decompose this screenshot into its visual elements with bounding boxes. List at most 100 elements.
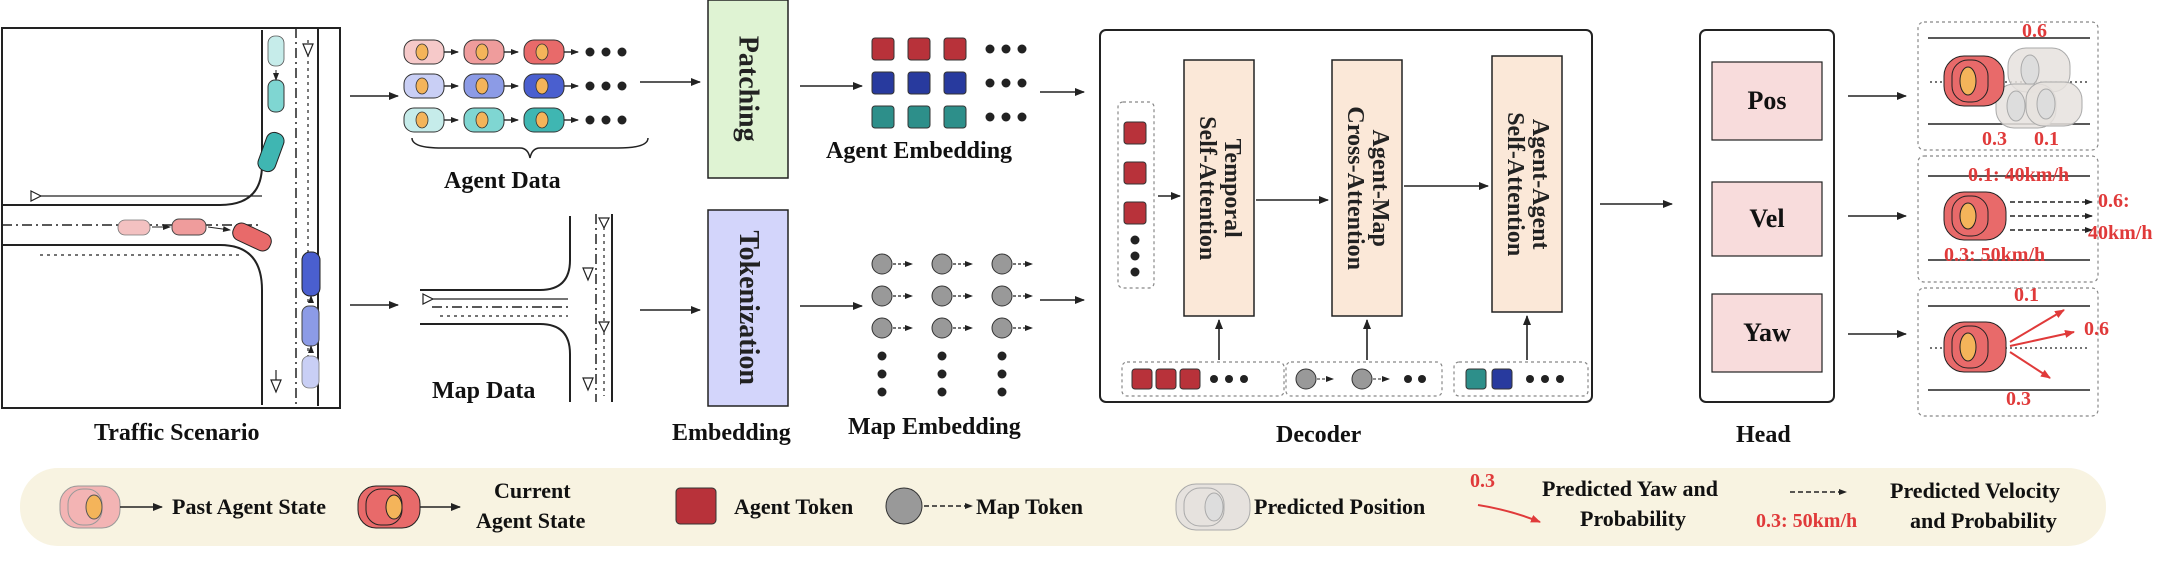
ellipsis-dot [937,351,947,361]
agent-embedding-token [943,37,967,61]
agent-data-label: Agent Data [444,168,561,194]
pos-prob-top: 0.6 [2022,20,2047,42]
vel-prob-b-line1: 0.6: [2098,190,2130,212]
head-yaw-label: Yaw [1743,318,1791,347]
ellipsis-dot [937,369,947,379]
ellipsis-dot [601,47,611,57]
head-yaw-box [1711,293,1823,373]
agent-data-car [463,73,519,99]
ellipsis-dot [1017,78,1027,88]
ellipsis-dot [601,81,611,91]
legend-map-token: Map Token [976,494,1083,519]
decoder-bottom-token-icons [1131,368,1564,390]
agent-embedding-token [871,71,895,95]
yaw-output-panel [1917,287,2099,417]
agent-embedding-grid [871,37,1027,129]
agent-data-car [463,107,519,133]
pos-output-graphic [1928,37,2090,129]
patching-label: Patching [732,36,764,142]
map-embedding-token [991,285,1013,307]
pos-output-panel [1917,21,2099,151]
scenario-vehicle-teal [257,35,285,173]
temporal-input-tokens [1121,361,1285,397]
map-embedding-label: Map Embedding [848,414,1021,440]
ellipsis-dot [985,78,995,88]
embedding-label: Embedding [672,420,791,446]
ellipsis-dot [585,47,595,57]
legend-predicted-position: Predicted Position [1254,494,1426,519]
ellipsis-dot [997,369,1007,379]
map-embedding-grid [871,253,1033,397]
legend-past-agent-state: Past Agent State [172,494,326,519]
head-pos-label: Pos [1747,86,1787,115]
agent-data-brace [411,137,649,159]
patching-box [707,0,789,179]
legend-predicted-yaw-1: Predicted Yaw and [1542,476,1718,501]
temporal-attention-box [1183,59,1255,317]
ellipsis-dot [997,387,1007,397]
ellipsis-dot [585,115,595,125]
ellipsis-dot [617,81,627,91]
scenario-vehicle-red [117,218,272,252]
agent-agent-attention-label: Agent-Agent Self-Attention [1502,112,1554,256]
ellipsis-dot [1001,112,1011,122]
agent-agent-attention-box [1491,55,1563,313]
ellipsis-dot [997,351,1007,361]
ellipsis-dot [877,387,887,397]
yaw-prob-c: 0.3 [2006,388,2031,410]
ellipsis-dot [617,115,627,125]
ellipsis-dot [877,369,887,379]
map-data-graphic [420,214,613,402]
tokenization-box [707,209,789,407]
ellipsis-dot [985,112,995,122]
legend-predicted-velocity-1: Predicted Velocity [1890,478,2061,503]
decoder-input-tokens [1123,121,1147,277]
map-embedding-token [871,317,893,339]
tokenization-label: Tokenization [732,230,764,386]
predicted-position-icon [1175,483,1251,531]
agent-embedding-token [907,105,931,129]
agent-data-car [523,107,579,133]
vel-output-panel [1917,155,2099,283]
ellipsis-dot [585,81,595,91]
map-data-label: Map Data [432,378,536,404]
map-embedding-token [931,253,953,275]
map-embedding-token [991,317,1013,339]
temporal-attention-label: Temporal Self-Attention [1194,116,1246,260]
past-agent-icon [59,485,163,529]
agent-data-graphic [403,39,627,133]
map-input-tokens [1285,361,1443,397]
map-embedding-token [931,317,953,339]
agent-token-icon [675,487,717,525]
agent-embedding-token [871,105,895,129]
legend-current-agent-state-1: Current [494,478,571,503]
agent-data-car [403,39,459,65]
ellipsis-dot [1017,44,1027,54]
head-vel-box [1711,181,1823,257]
ellipsis-dot [985,44,995,54]
agent-embedding-token [943,71,967,95]
map-embedding-token [871,285,893,307]
yaw-arrow-icon [1477,504,1541,523]
ellipsis-dot [617,47,627,57]
yaw-output-graphic [1928,305,2090,391]
agent-map-attention-box [1331,59,1403,317]
ellipsis-dot [601,115,611,125]
legend-predicted-velocity-2: and Probability [1910,508,2057,533]
agent-embedding-label: Agent Embedding [826,138,1013,164]
head-label: Head [1736,422,1791,448]
legend-predicted-yaw-2: Probability [1580,506,1686,531]
vel-output-graphic [1928,175,2093,261]
ellipsis-dot [877,351,887,361]
ellipsis-dot [1001,44,1011,54]
ellipsis-dot [1017,112,1027,122]
scenario-vehicle-blue [301,251,321,389]
legend-current-agent-state-2: Agent State [476,508,586,533]
head-vel-label: Vel [1749,204,1785,233]
agent-embedding-token [907,37,931,61]
map-embedding-token [871,253,893,275]
current-agent-icon [357,485,461,529]
pos-prob-b: 0.1 [2034,128,2059,150]
agent-input-tokens [1453,361,1589,397]
